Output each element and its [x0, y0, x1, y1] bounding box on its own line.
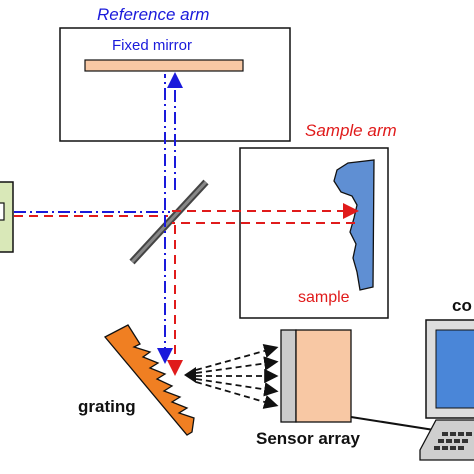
sensor-array-body: [295, 329, 352, 423]
sample-arm-label: Sample arm: [305, 121, 397, 140]
fixed-mirror-label: Fixed mirror: [112, 37, 192, 54]
diffracted-beam-2: [195, 356, 279, 374]
diffracted-beam-4: [195, 378, 279, 397]
sensor-array-front: [280, 329, 297, 423]
diffracted-beam-5: [195, 381, 279, 409]
beam-splitter-edge: [130, 180, 208, 264]
grating-label: grating: [78, 397, 136, 416]
grating: [103, 324, 195, 436]
sample-specimen: [333, 159, 375, 291]
light-source: [0, 181, 14, 253]
light-source-port: [0, 202, 5, 221]
diffraction-fan-origin: [184, 367, 196, 383]
sensor-cable: [350, 416, 435, 431]
fixed-mirror: [84, 59, 244, 72]
reference-arm-label: Reference arm: [97, 5, 209, 24]
computer-screen: [435, 329, 474, 409]
computer-label: co: [452, 296, 472, 315]
sensor-array-label: Sensor array: [256, 429, 360, 448]
sample-label: sample: [298, 289, 350, 306]
keyboard-keys: [434, 432, 472, 450]
diffracted-beam-1: [195, 343, 279, 371]
